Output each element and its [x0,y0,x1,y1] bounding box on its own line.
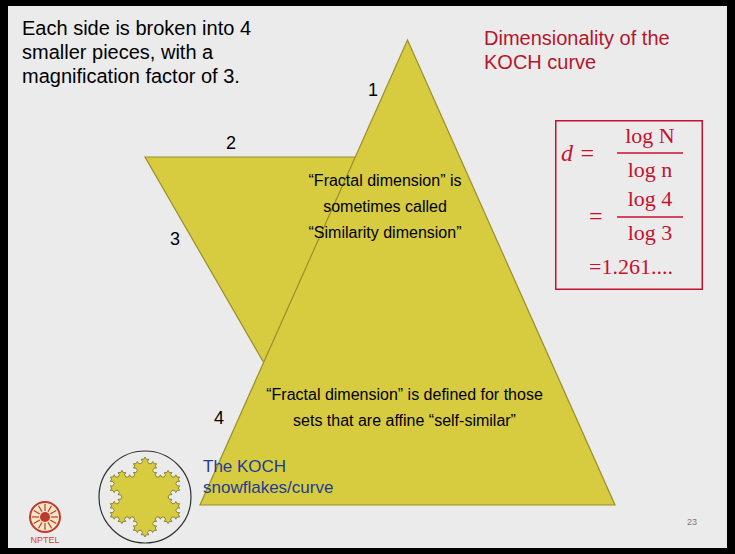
logo-ray [50,511,56,515]
logo-ring [30,502,60,532]
formula-term: log N [610,122,690,150]
side-number: 2 [224,133,238,154]
formula-result: =1.261.... [589,253,697,281]
formula-term: = [589,202,609,230]
logo-ray [34,511,40,515]
side-number: 3 [168,229,182,250]
koch-snowflake [110,457,179,537]
formula-term: log n [610,156,690,184]
logo-ray [48,506,52,512]
formula-box: d =log N log n=log 4 log 3 =1.261.... [555,120,703,290]
snowflake-circle [99,451,191,543]
formula-term: d = [561,139,611,167]
triangle-shape: “Fractal dimension” is sometimes called … [200,40,615,505]
big-triangle [200,40,615,505]
slide-text: Each side is broken into 4 smaller piece… [22,16,280,88]
nptel-logo [30,502,60,532]
side-number: 4 [212,408,226,429]
formula-border [556,121,703,290]
fraction-bar [617,152,683,153]
side-number: 1 [366,80,380,101]
logo-ray [44,504,45,511]
slide [8,6,727,548]
logo-ray [50,520,56,524]
slide-heading: Dimensionality of the KOCH curve [484,26,712,74]
formula-term: log 4 [610,185,690,213]
formula-term: log 3 [610,219,690,247]
logo-text: NPTEL [20,535,70,546]
logo-ray [39,522,43,528]
fraction-bar [617,216,683,217]
page-number: 23 [680,517,704,528]
logo-ray [48,522,52,528]
logo-ray [34,520,40,524]
figure-caption: The KOCH snowflakes/curve [203,456,368,498]
triangle-outline [200,40,615,505]
logo-ray [32,516,39,517]
logo-core [40,512,50,522]
triangle-note: “Fractal dimension” is defined for those… [262,382,547,434]
triangle-note: “Fractal dimension” is sometimes called … [290,168,480,246]
logo-ray [39,506,43,512]
logo-ray [51,516,58,517]
logo-ray [44,523,45,530]
